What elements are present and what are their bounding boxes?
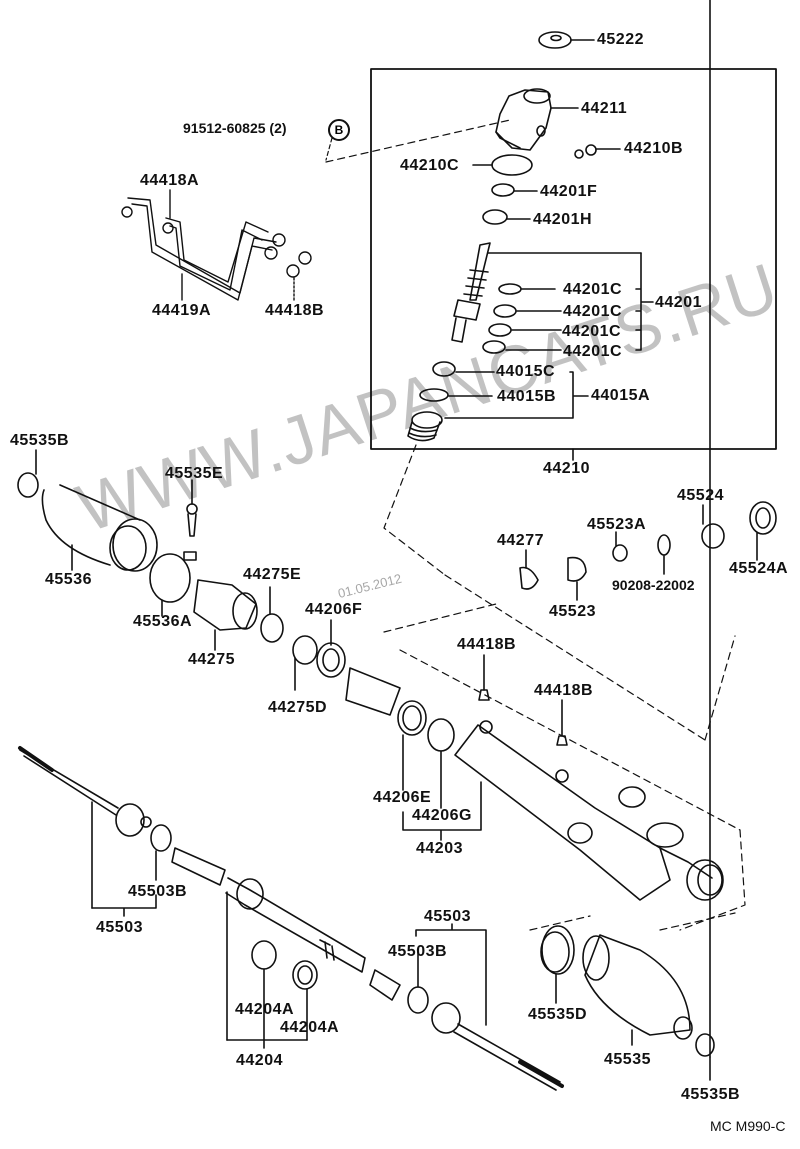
part-label[interactable]: 45536A [133,613,193,630]
part-label[interactable]: 45524 [677,487,724,504]
part-label[interactable]: 44201C [563,303,623,320]
part-label[interactable]: 44201C [562,323,622,340]
seal-rings [482,252,654,354]
bolt-part [186,479,198,537]
part-label[interactable]: 45523 [549,603,596,620]
dust-cover-part [538,31,595,49]
part-label[interactable]: 45524A [729,560,789,577]
part-label[interactable]: 44277 [497,532,544,549]
part-label[interactable]: 44275D [268,699,328,716]
part-label[interactable]: 44418B [265,302,325,319]
part-label[interactable]: 44210C [400,157,460,174]
spring-cap-part [519,566,539,590]
part-label[interactable]: 45535E [165,465,224,482]
part-label[interactable]: 44015C [496,363,556,380]
part-label[interactable]: 45503B [388,943,448,960]
part-label[interactable]: 44204A [235,1001,295,1018]
part-label[interactable]: 44210B [624,140,684,157]
part-label[interactable]: 44418B [534,682,594,699]
part-label[interactable]: 44211 [581,100,628,117]
part-label[interactable]: 44201C [563,281,623,298]
part-label[interactable]: 44203 [416,840,463,857]
part-label[interactable]: 44418B [457,636,517,653]
part-label[interactable]: 45535B [681,1086,741,1103]
right-bellows-part [540,0,715,1081]
pressure-tube-part [121,189,312,301]
part-label[interactable]: 90208-22002 [612,577,695,593]
part-label[interactable]: 44204A [280,1019,340,1036]
valve-housing-part [495,88,579,151]
part-label[interactable]: 44418A [140,172,200,189]
part-label[interactable]: 44206F [305,601,363,618]
callout-marker: B [328,119,350,141]
part-label[interactable]: 45536 [45,571,92,588]
part-label[interactable]: 45222 [597,31,644,48]
left-tie-rod-part [18,746,152,909]
part-label[interactable]: 45535 [604,1051,651,1068]
part-label[interactable]: 44201F [540,183,598,200]
part-label[interactable]: 44206E [373,789,432,806]
rack-housing-part [454,720,724,901]
part-label[interactable]: 44206G [412,807,472,824]
part-label[interactable]: 44015B [497,388,557,405]
part-label[interactable]: 45523A [587,516,647,533]
o-ring-part [491,154,533,176]
left-bellows-part [17,449,158,572]
part-label[interactable]: 91512-60825 (2) [183,120,287,136]
part-label[interactable]: 44201H [533,211,593,228]
nut-part [574,144,621,159]
cylinder-end-stopper-part [193,579,258,651]
part-label[interactable]: 45503 [424,908,471,925]
figure-code: MC M990-C [710,1118,786,1134]
part-label[interactable]: 45503B [128,883,188,900]
pinion-shaft-part [451,242,642,343]
adjusting-screw-part [407,411,443,442]
part-label[interactable]: 44419A [152,302,212,319]
part-label[interactable]: 45535D [528,1006,588,1023]
part-label[interactable]: 44210 [543,460,590,477]
part-label[interactable]: 44201C [563,343,623,360]
part-label[interactable]: 44201 [655,294,702,311]
part-label[interactable]: 45535B [10,432,70,449]
part-label[interactable]: 44275 [188,651,235,668]
right-tie-rod-part [407,923,564,1091]
part-label[interactable]: 44015A [591,387,651,404]
part-label[interactable]: 44275E [243,566,302,583]
part-label[interactable]: 44204 [236,1052,283,1069]
rack-bar-part [171,847,401,1041]
part-label[interactable]: 45503 [96,919,143,936]
